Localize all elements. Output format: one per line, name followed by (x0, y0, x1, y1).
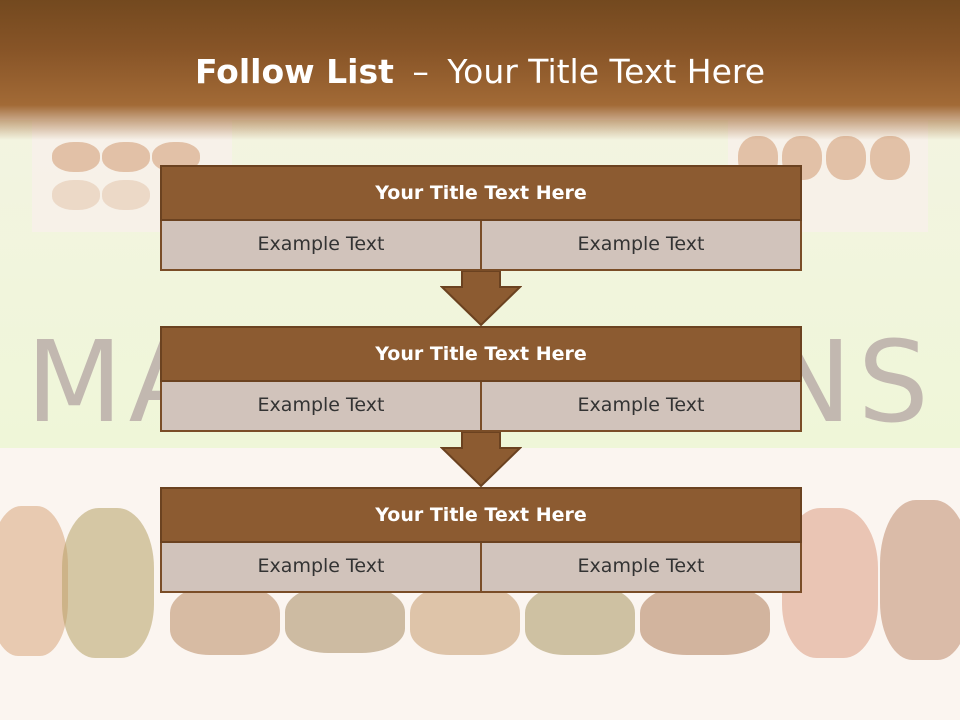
down-arrow-icon (440, 271, 522, 327)
title-rest: Your Title Text Here (447, 52, 766, 91)
flow-block-cell-left: Example Text (162, 221, 480, 269)
flow-block-row: Example Text Example Text (160, 382, 802, 432)
macaron-image (170, 585, 280, 655)
macaron-image (880, 500, 960, 660)
flow-block: Your Title Text Here Example Text Exampl… (160, 326, 802, 432)
macaron-image (285, 585, 405, 653)
flow-block-cell-right: Example Text (480, 543, 800, 591)
flow-block-title: Your Title Text Here (160, 326, 802, 382)
title-bold-part: Follow List (194, 52, 394, 91)
macaron-image (525, 585, 635, 655)
macaron-image (410, 585, 520, 655)
down-arrow-icon (440, 432, 522, 488)
flow-block-cell-right: Example Text (480, 221, 800, 269)
title-separator: – (412, 52, 429, 91)
flow-block-row: Example Text Example Text (160, 543, 802, 593)
header-band (0, 0, 960, 140)
flow-block-cell-left: Example Text (162, 382, 480, 430)
flow-block: Your Title Text Here Example Text Exampl… (160, 165, 802, 271)
flow-block-cell-right: Example Text (480, 382, 800, 430)
flow-block-row: Example Text Example Text (160, 221, 802, 271)
macaron-image (62, 508, 154, 658)
page-title: Follow List – Your Title Text Here (0, 52, 960, 91)
flow-block-title: Your Title Text Here (160, 487, 802, 543)
flow-block-title: Your Title Text Here (160, 165, 802, 221)
macaron-image (0, 506, 68, 656)
flow-block-cell-left: Example Text (162, 543, 480, 591)
macaron-image (640, 585, 770, 655)
flow-block: Your Title Text Here Example Text Exampl… (160, 487, 802, 593)
